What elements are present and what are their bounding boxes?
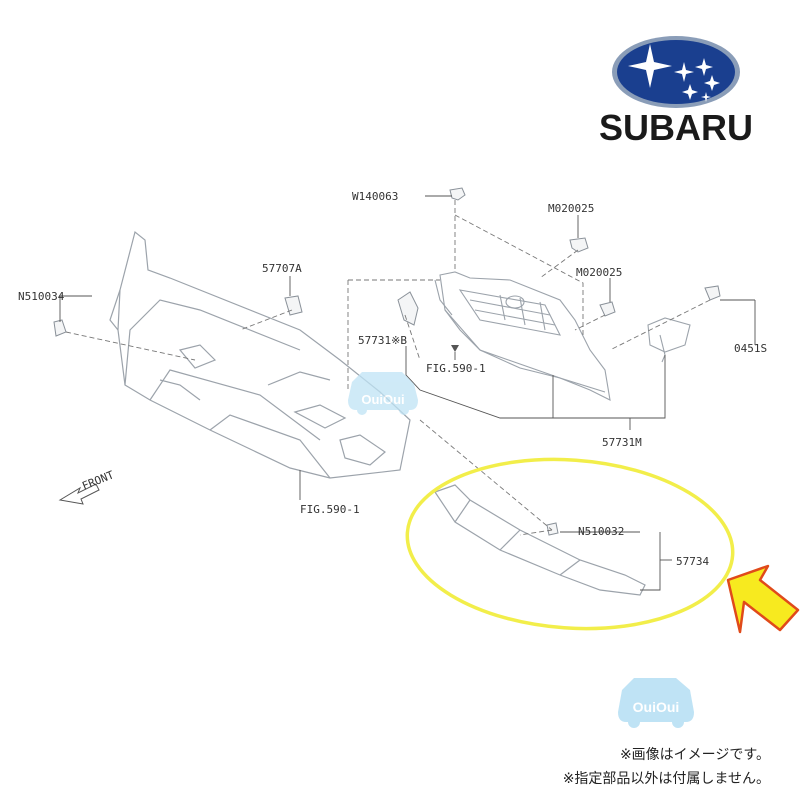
clip-57731b (397, 291, 419, 326)
watermark-car-bottom: OuiOui (618, 678, 694, 728)
dashed-leaders (65, 200, 711, 536)
label-fig590-upper: FIG.590-1 (426, 362, 486, 375)
subaru-wordmark: SUBARU (599, 107, 753, 148)
subaru-logo (612, 36, 740, 108)
label-w140063: W140063 (352, 190, 398, 203)
watermark-car-center: OuiOui (348, 372, 418, 415)
label-n510034: N510034 (18, 290, 65, 303)
label-fig590-lower: FIG.590-1 (300, 503, 360, 516)
front-arrow-icon (58, 483, 100, 505)
clip-n510034 (53, 319, 67, 337)
grille-assembly (434, 271, 611, 401)
watermark-text-center: OuiOui (361, 392, 404, 407)
clip-57707a (284, 295, 303, 316)
label-m020025-a: M020025 (548, 202, 594, 215)
watermark-text-bottom: OuiOui (633, 699, 680, 715)
front-spoiler (434, 484, 646, 596)
clip-n510032 (546, 522, 559, 536)
label-57731m: 57731M (602, 436, 642, 449)
label-n510032: N510032 (578, 525, 624, 538)
note-image-only: ※画像はイメージです。 (619, 747, 770, 763)
screw-m020025-a (569, 237, 589, 253)
arrow-fig590-icon (451, 345, 459, 352)
side-bracket (647, 317, 691, 363)
label-m020025-b: M020025 (576, 266, 622, 279)
label-57731b: 57731※B (358, 334, 407, 347)
screw-m020025-b (599, 301, 616, 317)
highlight-ellipse (405, 457, 735, 631)
label-0451s: 0451S (734, 342, 767, 355)
pointer-arrow-icon (726, 564, 800, 634)
note-parts-not-included: ※指定部品以外は付属しません。 (562, 771, 770, 787)
leader-lines (59, 195, 756, 591)
front-bumper (109, 230, 411, 479)
clip-w140063 (449, 187, 466, 201)
bolt-0451s (704, 285, 721, 301)
label-57707a: 57707A (262, 262, 302, 275)
fasteners (53, 187, 721, 536)
pleiades-stars-icon (628, 44, 720, 102)
label-57734: 57734 (676, 555, 709, 568)
